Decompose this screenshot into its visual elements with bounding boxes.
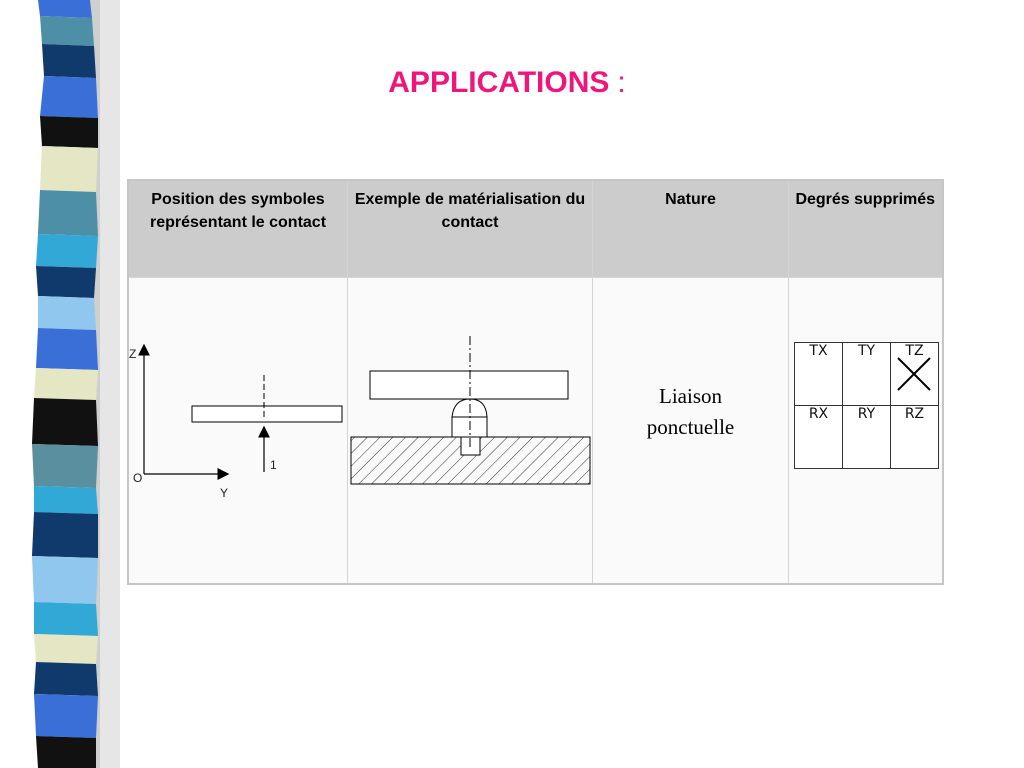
dof-tz-label: TZ	[905, 342, 924, 359]
dof-ty: TY	[842, 341, 891, 406]
nature-line-2: ponctuelle	[646, 414, 735, 439]
axis-y-label: Y	[220, 486, 228, 500]
contact-materialisation-drawing	[350, 335, 591, 484]
dof-tx: TX	[794, 341, 843, 406]
header-materialisation: Exemple de matérialisation du contact	[347, 179, 593, 278]
applications-table: Position des symboles représentant le co…	[127, 179, 944, 585]
cell-materialisation	[347, 276, 593, 584]
axis-z-label: Z	[129, 347, 136, 361]
position-symbol-diagram: Z Y O 1	[129, 343, 343, 500]
table-row: Z Y O 1	[127, 276, 943, 584]
decorative-side-strip	[32, 0, 120, 768]
plate-rectangle	[191, 405, 343, 422]
cell-degrees: TX TY TZ RX RY	[788, 276, 943, 584]
dof-translation-row: TX TY TZ	[794, 341, 939, 406]
slide-title-text: APPLICATIONS	[388, 66, 610, 99]
contact-number-label: 1	[270, 458, 277, 472]
cell-position-diagram: Z Y O 1	[127, 276, 348, 584]
slide-title-colon: :	[617, 66, 626, 99]
nature-line-1: Liaison	[659, 383, 722, 408]
dof-rx: RX	[794, 404, 843, 469]
cross-out-icon	[897, 356, 931, 391]
header-degrees: Degrés supprimés	[788, 179, 943, 278]
cell-nature: Liaison ponctuelle	[592, 276, 789, 584]
header-position: Position des symboles représentant le co…	[127, 179, 348, 278]
dof-tz: TZ	[890, 341, 939, 406]
dof-ry: RY	[842, 404, 891, 469]
slide-title: APPLICATIONS:	[0, 66, 1014, 100]
dof-rotation-row: RX RY RZ	[794, 404, 939, 469]
nature-text: Liaison ponctuelle	[593, 381, 788, 443]
dof-rz: RZ	[890, 404, 939, 469]
header-nature: Nature	[592, 179, 789, 278]
degrees-of-freedom-table: TX TY TZ RX RY	[794, 341, 939, 469]
top-plate	[369, 370, 569, 399]
table-header-row: Position des symboles représentant le co…	[127, 179, 943, 278]
origin-label: O	[133, 471, 142, 485]
